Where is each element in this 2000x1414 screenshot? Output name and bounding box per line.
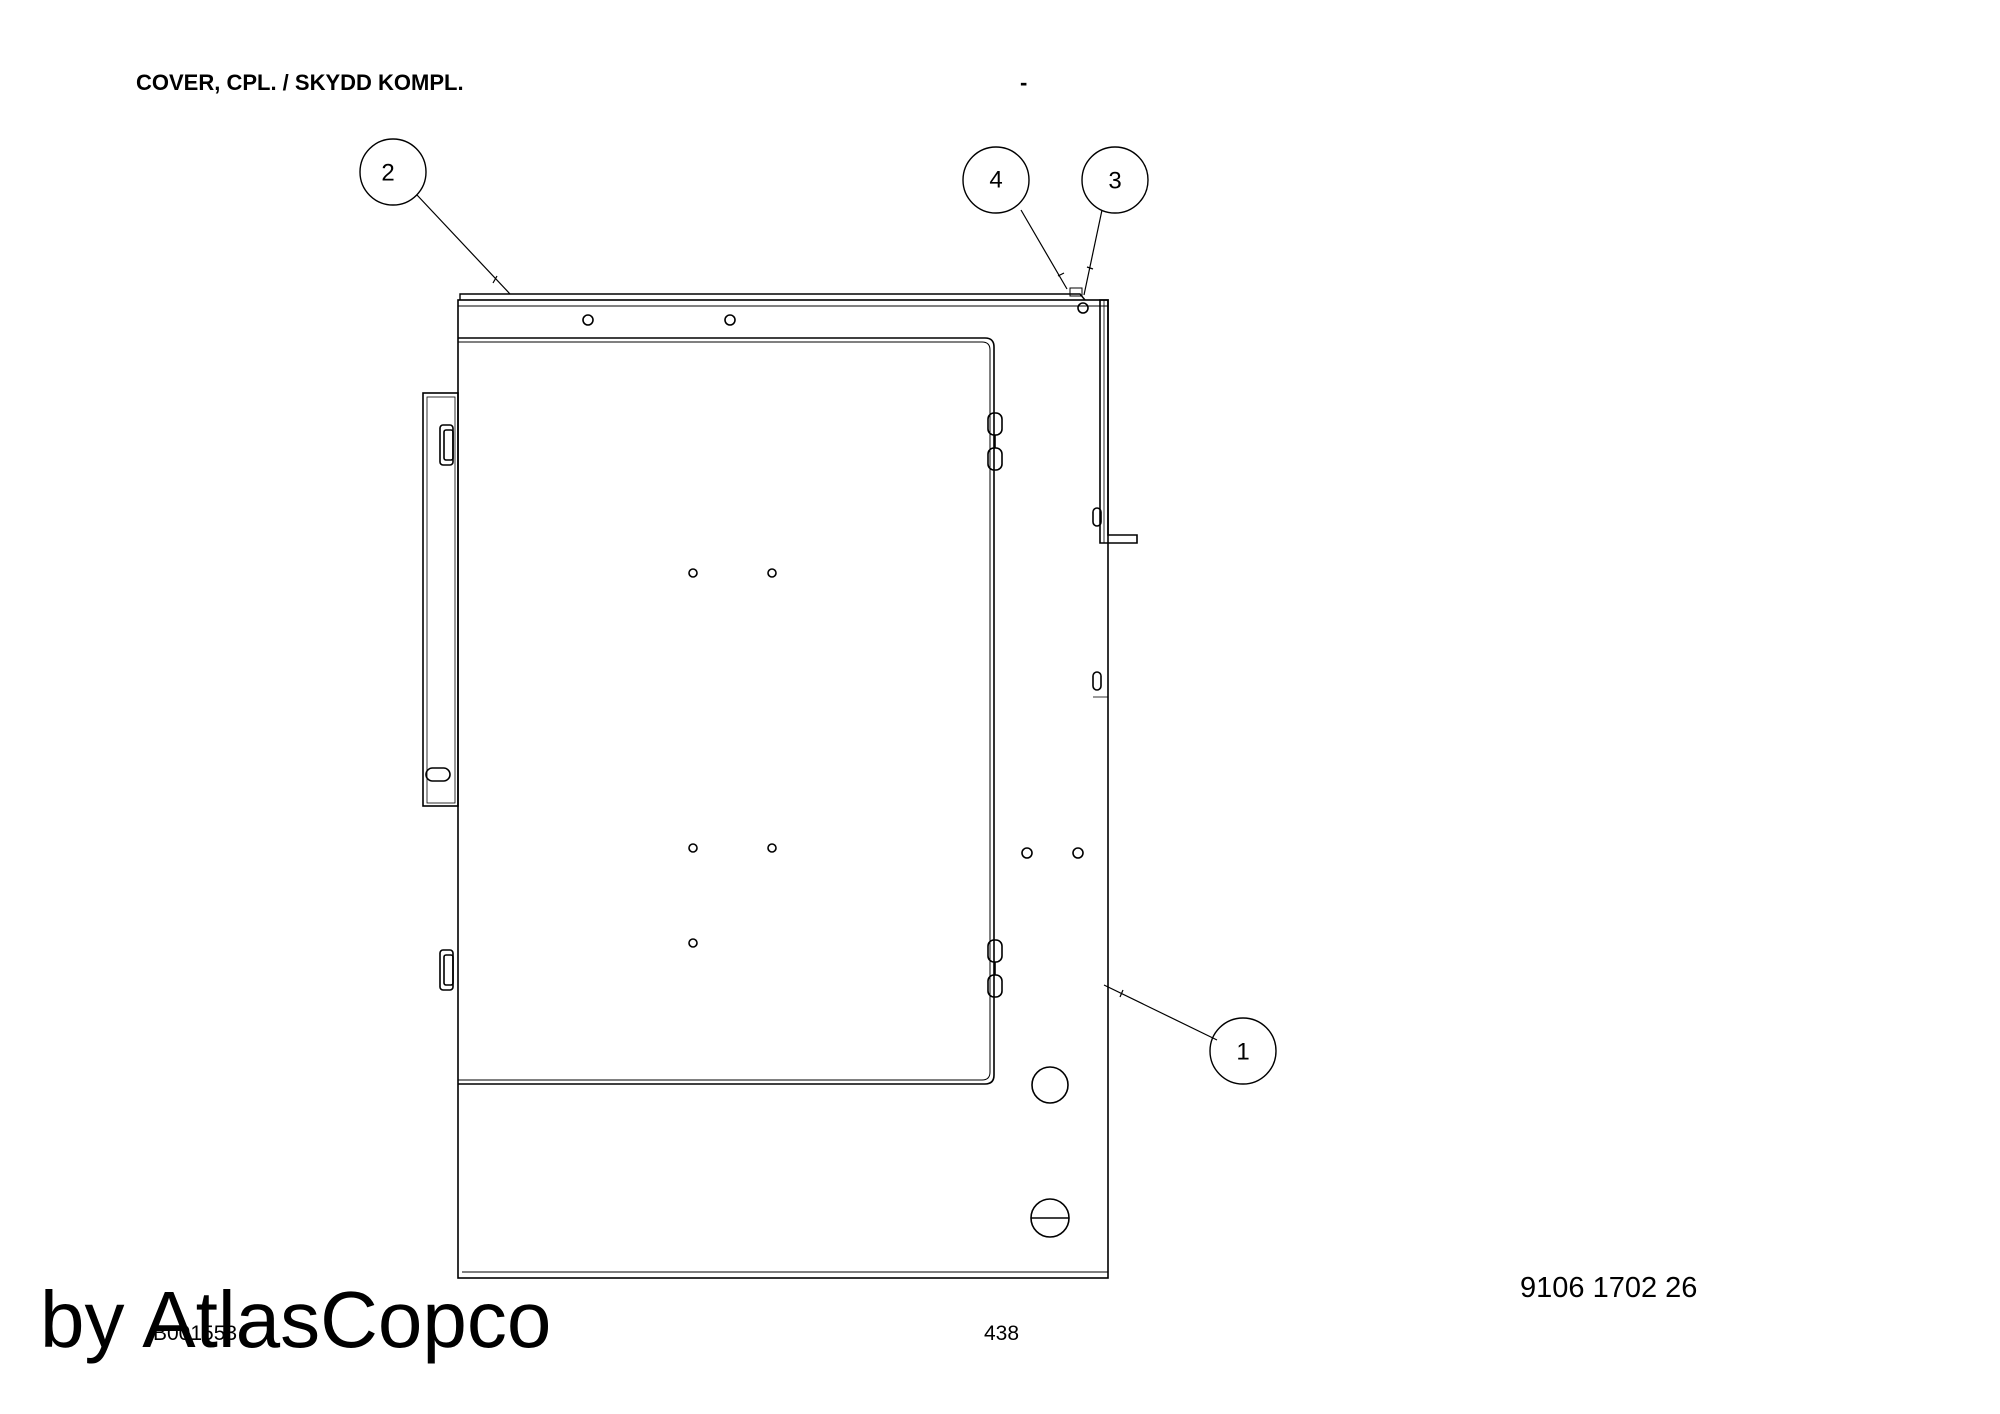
latch-bottom — [439, 949, 454, 991]
cable-entry-hole — [1031, 1066, 1069, 1104]
callout-3-circle — [1081, 146, 1149, 214]
hinge-bottom — [987, 939, 1003, 998]
title-dash: - — [1020, 70, 1028, 95]
page-number: 438 — [984, 1322, 1020, 1345]
callout-4-circle — [962, 146, 1030, 214]
latch-top — [439, 424, 454, 466]
door-panel — [458, 337, 995, 1085]
page-title: COVER, CPL. / SKYDD KOMPL. — [136, 70, 464, 95]
part-number: 9106 1702 26 — [1520, 1272, 1698, 1304]
callout-2-label: 2 — [381, 160, 394, 187]
leader-4 — [1020, 209, 1068, 290]
top-strip — [459, 293, 1086, 301]
leader-3 — [1083, 209, 1103, 296]
leader-2 — [416, 194, 511, 295]
right-bracket — [1099, 299, 1138, 544]
hinge-top — [987, 412, 1003, 471]
callout-4-label: 4 — [989, 167, 1002, 194]
watermark: by AtlasCopco — [40, 1275, 552, 1364]
callout-2-circle — [359, 138, 427, 206]
leader-1 — [1103, 984, 1218, 1041]
callout-3-label: 3 — [1108, 168, 1121, 195]
drawing-number: B001553 — [153, 1322, 238, 1345]
left-flange — [422, 392, 459, 807]
callout-1-circle — [1209, 1017, 1277, 1085]
cover-panel — [457, 299, 1109, 1279]
callout-1-label: 1 — [1236, 1039, 1249, 1066]
